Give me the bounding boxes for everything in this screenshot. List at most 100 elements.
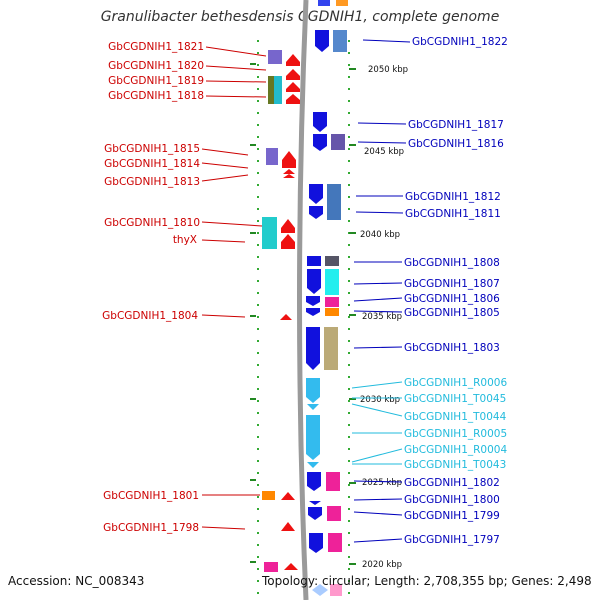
gene-label[interactable]: GbCGDNIH1_1822 (412, 36, 508, 48)
gene-feature[interactable] (286, 94, 300, 104)
guide-dot (257, 424, 259, 426)
gene-feature[interactable] (284, 563, 298, 570)
gene-feature[interactable] (307, 256, 321, 266)
gene-feature[interactable] (336, 0, 348, 6)
ruler-label: 2040 kbp (360, 230, 400, 240)
gene-label[interactable]: GbCGDNIH1_1804 (102, 310, 198, 322)
gene-label[interactable]: GbCGDNIH1_1815 (104, 143, 200, 155)
guide-dot (348, 220, 350, 222)
gene-label[interactable]: thyX (173, 234, 197, 246)
gene-feature[interactable] (313, 134, 327, 151)
guide-dot (348, 40, 350, 42)
gene-feature[interactable] (286, 54, 300, 66)
gene-feature[interactable] (268, 76, 274, 104)
gene-feature[interactable] (309, 184, 323, 204)
gene-feature[interactable] (308, 507, 322, 520)
gene-label[interactable]: GbCGDNIH1_1806 (404, 293, 500, 305)
gene-feature[interactable] (309, 501, 321, 505)
gene-label[interactable]: GbCGDNIH1_1802 (404, 477, 500, 489)
gene-feature[interactable] (283, 174, 295, 178)
gene-feature[interactable] (325, 269, 339, 295)
guide-dot (348, 268, 350, 270)
gene-label[interactable]: GbCGDNIH1_1813 (104, 176, 200, 188)
gene-label[interactable]: GbCGDNIH1_1797 (404, 534, 500, 546)
gene-feature[interactable] (307, 472, 321, 491)
gene-feature[interactable] (331, 134, 345, 150)
gene-feature[interactable] (307, 269, 321, 294)
gene-feature[interactable] (281, 492, 295, 500)
gene-feature[interactable] (306, 415, 320, 460)
gene-label[interactable]: GbCGDNIH1_1816 (408, 138, 504, 150)
gene-feature[interactable] (309, 533, 323, 553)
gene-label[interactable]: GbCGDNIH1_1798 (103, 522, 199, 534)
gene-feature[interactable] (326, 472, 340, 491)
gene-feature[interactable] (306, 378, 320, 403)
ruler-labels: 2050 kbp 2045 kbp 2040 kbp 2035 kbp 2030… (360, 65, 408, 570)
gene-feature[interactable] (283, 169, 295, 174)
gene-feature[interactable] (312, 584, 328, 596)
gene-label[interactable]: GbCGDNIH1_1814 (104, 158, 200, 170)
gene-feature[interactable] (264, 562, 278, 572)
gene-label[interactable]: GbCGDNIH1_1810 (104, 217, 200, 229)
gene-label[interactable]: GbCGDNIH1_1811 (405, 208, 501, 220)
guide-dot (257, 52, 259, 54)
gene-feature[interactable] (262, 217, 277, 249)
rna-label[interactable]: GbCGDNIH1_R0005 (404, 428, 507, 440)
guide-dot (257, 64, 259, 66)
gene-feature[interactable] (328, 533, 342, 552)
gene-feature[interactable] (325, 297, 339, 307)
guide-dot (348, 544, 350, 546)
gene-feature[interactable] (281, 234, 295, 249)
gene-label[interactable]: GbCGDNIH1_1801 (103, 490, 199, 502)
gene-feature[interactable] (330, 584, 342, 596)
gene-feature[interactable] (318, 0, 330, 6)
rna-label[interactable]: GbCGDNIH1_T0043 (404, 459, 506, 471)
gene-label[interactable]: GbCGDNIH1_1817 (408, 119, 504, 131)
gene-feature[interactable] (306, 296, 320, 306)
gene-label[interactable]: GbCGDNIH1_1818 (108, 90, 204, 102)
gene-label[interactable]: GbCGDNIH1_1805 (404, 307, 500, 319)
gene-feature[interactable] (281, 522, 295, 531)
gene-feature[interactable] (307, 462, 319, 468)
guide-dot (348, 436, 350, 438)
gene-feature[interactable] (315, 30, 329, 52)
gene-feature[interactable] (280, 314, 292, 320)
gene-label[interactable]: GbCGDNIH1_1800 (404, 494, 500, 506)
gene-label[interactable]: GbCGDNIH1_1820 (108, 60, 204, 72)
gene-feature[interactable] (324, 327, 338, 370)
gene-feature[interactable] (282, 151, 296, 168)
gene-label[interactable]: GbCGDNIH1_1812 (405, 191, 501, 203)
gene-feature[interactable] (313, 112, 327, 132)
gene-feature[interactable] (327, 506, 341, 521)
gene-feature[interactable] (286, 69, 300, 80)
gene-feature[interactable] (309, 206, 323, 219)
guide-dot (348, 160, 350, 162)
gene-feature[interactable] (286, 82, 300, 92)
gene-feature[interactable] (281, 219, 295, 233)
gene-feature[interactable] (262, 491, 275, 500)
gene-feature[interactable] (306, 308, 320, 316)
rna-label[interactable]: GbCGDNIH1_R0004 (404, 444, 507, 456)
rna-label[interactable]: GbCGDNIH1_R0006 (404, 377, 507, 389)
rna-label[interactable]: GbCGDNIH1_T0044 (404, 411, 507, 423)
gene-feature[interactable] (325, 256, 339, 266)
gene-label[interactable]: GbCGDNIH1_1821 (108, 41, 204, 53)
gene-label[interactable]: GbCGDNIH1_1819 (108, 75, 204, 87)
guide-dot (257, 556, 259, 558)
gene-feature[interactable] (307, 404, 319, 410)
gene-feature[interactable] (274, 76, 282, 104)
gene-feature[interactable] (333, 30, 347, 52)
guide-dot (257, 292, 259, 294)
gene-label[interactable]: GbCGDNIH1_1803 (404, 342, 500, 354)
gene-label[interactable]: GbCGDNIH1_1799 (404, 510, 500, 522)
gene-feature[interactable] (325, 308, 339, 316)
gene-label[interactable]: GbCGDNIH1_1808 (404, 257, 500, 269)
gene-label[interactable]: GbCGDNIH1_1807 (404, 278, 500, 290)
guide-dot (257, 340, 259, 342)
gene-feature[interactable] (266, 148, 278, 165)
rna-label[interactable]: GbCGDNIH1_T0045 (404, 393, 506, 405)
gene-feature[interactable] (327, 184, 341, 220)
gene-feature[interactable] (268, 50, 282, 64)
gene-feature[interactable] (306, 327, 320, 370)
guide-dot (348, 100, 350, 102)
